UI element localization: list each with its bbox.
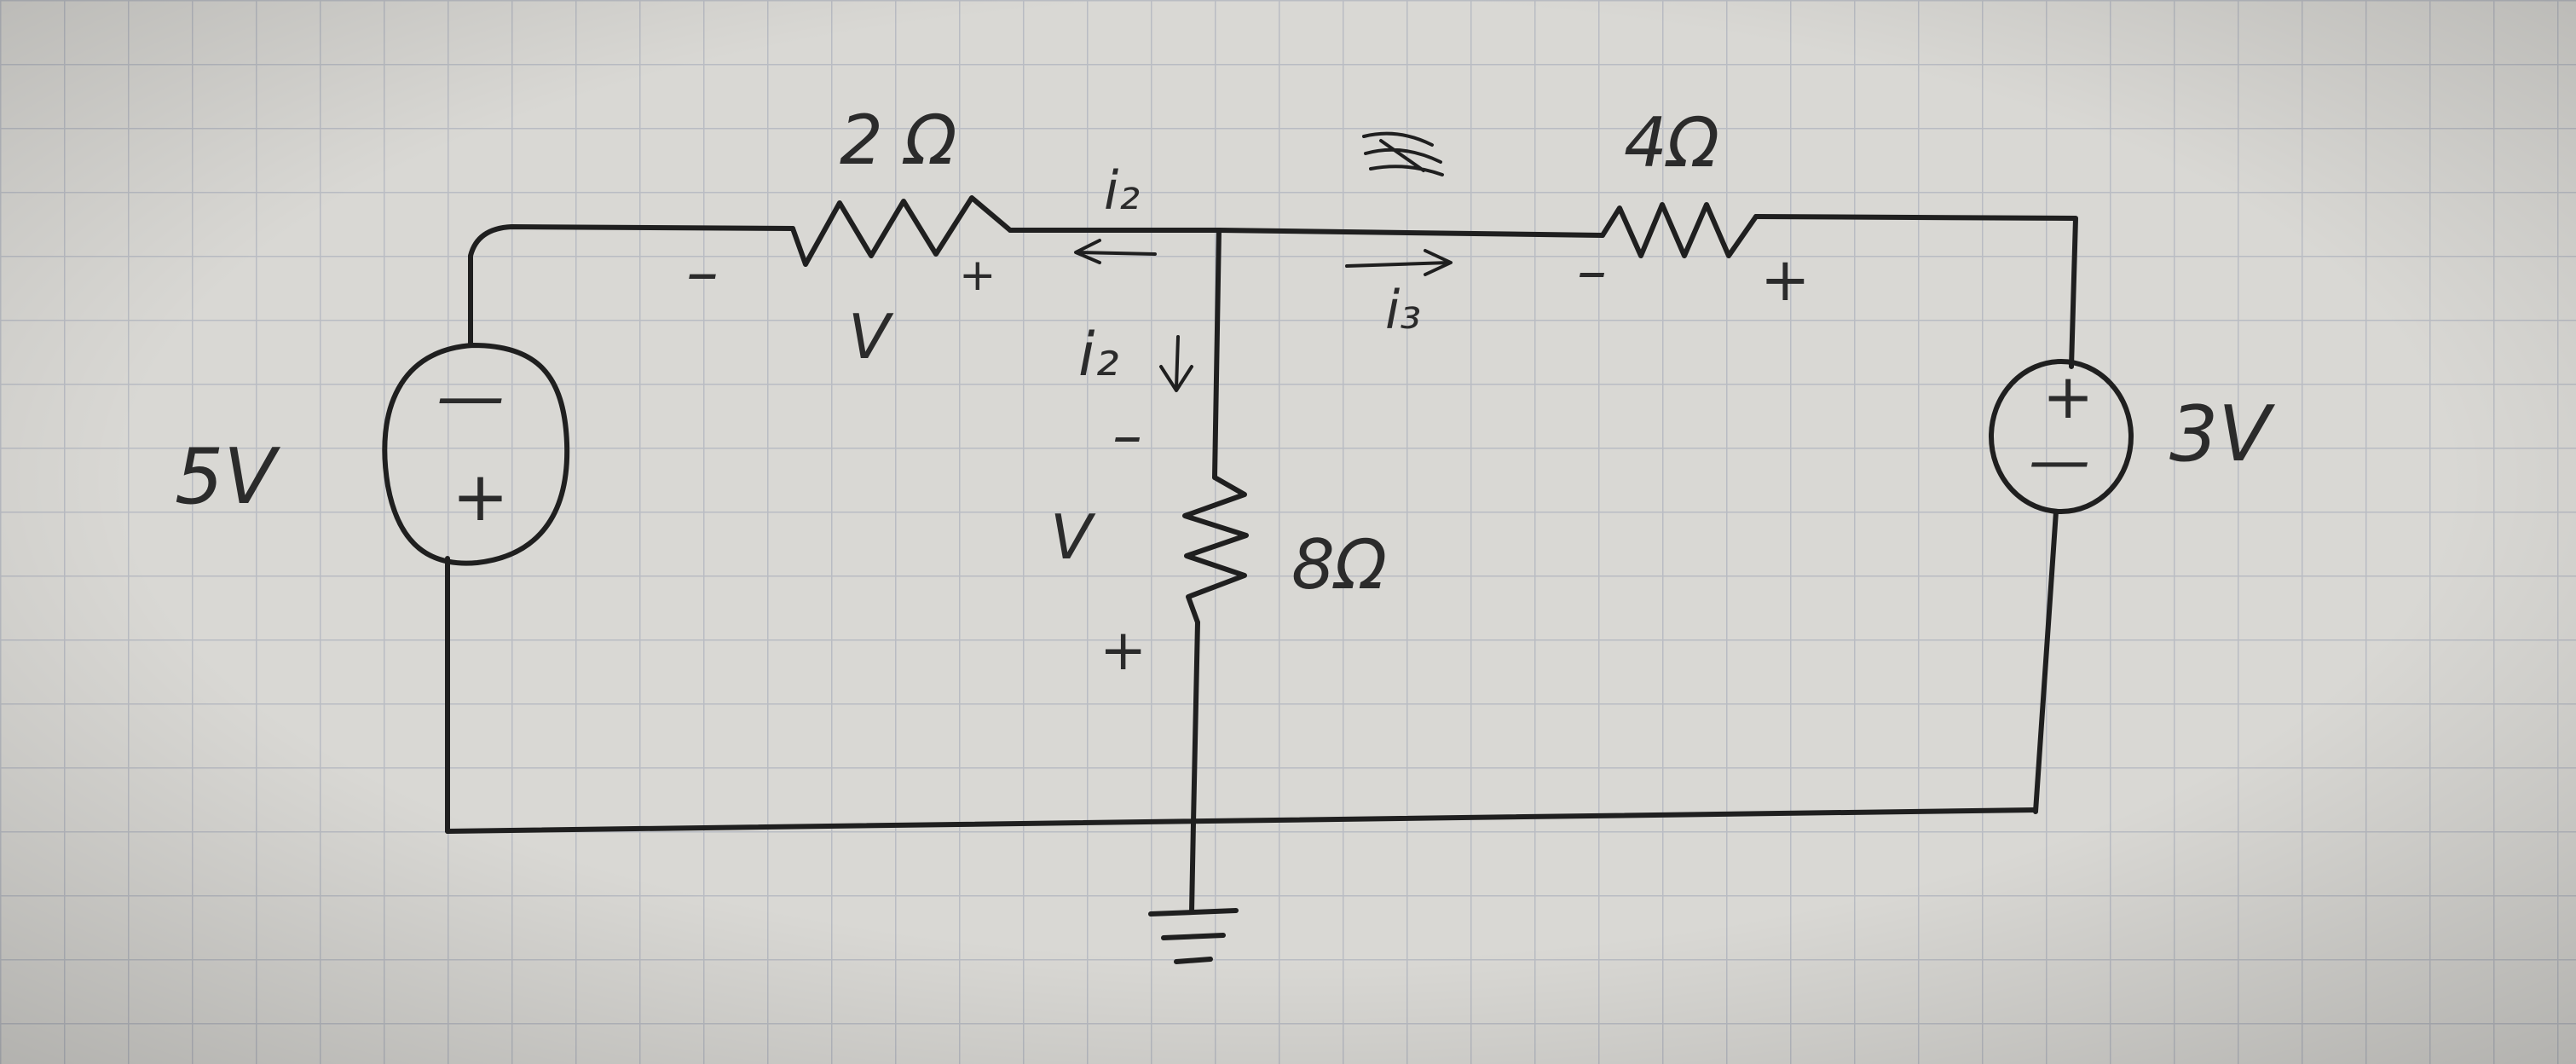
resistor-8ohm bbox=[1182, 475, 1249, 625]
current-arrow-down bbox=[1159, 335, 1193, 392]
current-label-i2: i₂ bbox=[1078, 320, 1119, 390]
source-3v-bottom-sign: — bbox=[2029, 425, 2090, 496]
current-label-i3: i₃ bbox=[1385, 279, 1421, 341]
label-3v: 3V bbox=[2169, 390, 2275, 479]
ground-icon bbox=[1148, 908, 1239, 964]
r8-voltage-label: V bbox=[1050, 501, 1096, 573]
resistor-4ohm bbox=[1600, 202, 1759, 258]
r4-minus-sign: – bbox=[1577, 236, 1607, 306]
r2-voltage-label: V bbox=[848, 301, 894, 373]
label-8ohm: 8Ω bbox=[1291, 525, 1387, 604]
r8-minus-sign: – bbox=[1112, 401, 1142, 471]
voltage-source-5v bbox=[382, 343, 570, 566]
r2-plus-sign: + bbox=[959, 250, 996, 301]
current-arrow-right bbox=[1345, 249, 1453, 276]
current-arrow-left bbox=[1074, 239, 1157, 264]
r4-plus-sign: + bbox=[1760, 245, 1811, 315]
source-5v-bottom-sign: + bbox=[452, 457, 509, 536]
resistor-2ohm bbox=[790, 195, 1013, 267]
r8-plus-sign: + bbox=[1100, 617, 1146, 683]
label-2ohm: 2 Ω bbox=[840, 101, 956, 180]
r2-minus-sign: – bbox=[686, 234, 719, 309]
source-5v-top-sign: — bbox=[436, 356, 505, 436]
voltage-source-3v bbox=[1989, 359, 2134, 514]
wires bbox=[445, 214, 2078, 915]
label-5v: 5V bbox=[175, 432, 280, 522]
source-3v-top-sign: + bbox=[2042, 361, 2094, 432]
current-label-i1: i₂ bbox=[1104, 159, 1140, 222]
label-4ohm: 4Ω bbox=[1624, 103, 1719, 182]
scribble-mark bbox=[1362, 131, 1444, 176]
